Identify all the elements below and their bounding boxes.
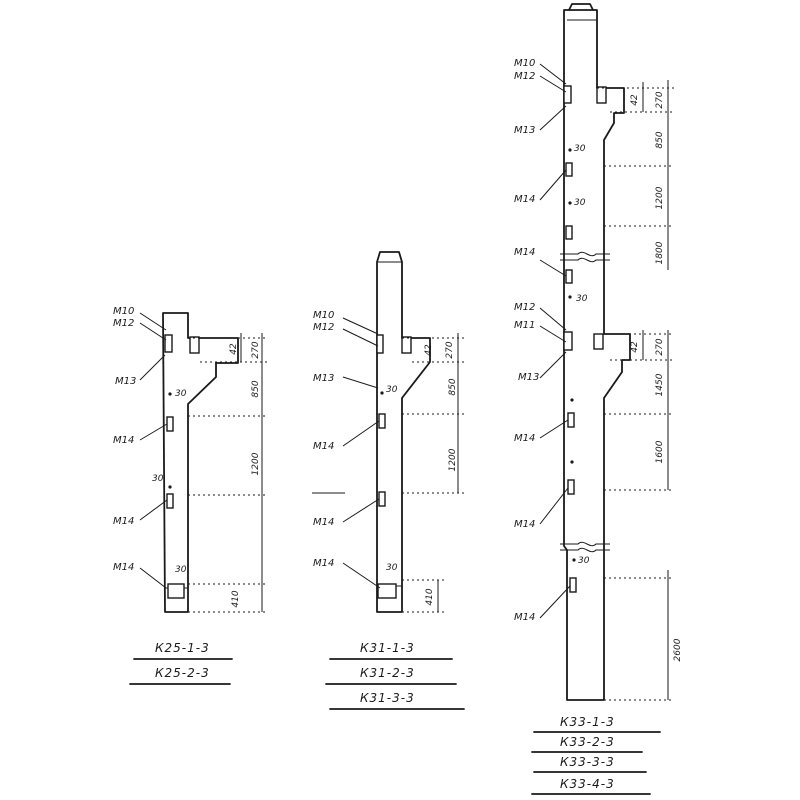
embedded-plate xyxy=(596,86,607,104)
embedded-plate xyxy=(166,416,174,432)
embedded-plate xyxy=(401,336,412,354)
column-head xyxy=(568,3,594,11)
spacing-label: 30 xyxy=(574,144,586,154)
mark-label: М14 xyxy=(514,194,535,205)
embedded-plate xyxy=(565,162,573,177)
mark-label: М12 xyxy=(113,318,134,329)
element-code: К25-2-3 xyxy=(155,666,210,680)
column-outline xyxy=(376,251,431,613)
element-k25: М10 М12 М13 М14 М14 М14 30 30 30 42 270 … xyxy=(113,306,268,685)
embedded-plate xyxy=(567,479,575,495)
dimension-label: 270 xyxy=(445,341,455,358)
element-k33: М10 М12 М13 М14 М14 М12 М11 М13 М14 М14 … xyxy=(514,3,683,795)
dimension-label: 410 xyxy=(231,590,241,607)
mark-label: М12 xyxy=(313,322,334,333)
spacing-label: 30 xyxy=(578,556,590,566)
dimension-label: 270 xyxy=(655,338,665,355)
dimension-label: 270 xyxy=(655,91,665,108)
spacing-label: 30 xyxy=(175,565,187,575)
spacing-label: 30 xyxy=(152,474,164,484)
mark-label: М14 xyxy=(313,517,334,528)
embedded-plate xyxy=(567,412,575,428)
dimension-label: 410 xyxy=(425,588,435,605)
element-code: К31-1-3 xyxy=(360,641,415,655)
mark-label: М10 xyxy=(113,306,134,317)
mark-label: М12 xyxy=(514,71,535,82)
element-k31: М10 М12 М13 М14 М14 М14 30 30 42 270 850… xyxy=(312,251,465,710)
mark-label: М14 xyxy=(113,516,134,527)
break-mark xyxy=(560,251,610,257)
embedded-plate xyxy=(563,85,572,104)
mark-label: М14 xyxy=(313,441,334,452)
element-code: К31-2-3 xyxy=(360,666,415,680)
break-mark xyxy=(560,541,610,547)
embedded-plate xyxy=(565,269,573,284)
dimension-label: 270 xyxy=(251,341,261,358)
mark-label: М14 xyxy=(514,519,535,530)
mark-label: М14 xyxy=(514,433,535,444)
column-outline xyxy=(563,9,631,701)
dimension-label: 1450 xyxy=(655,373,665,396)
spacing-label: 30 xyxy=(576,294,588,304)
element-code: К33-1-3 xyxy=(560,715,615,729)
break-mark xyxy=(560,547,610,553)
dimension-label: 850 xyxy=(448,378,458,395)
dimension-label: 42 xyxy=(630,94,640,106)
embedded-plate xyxy=(569,577,577,593)
embedded-plate xyxy=(164,334,173,353)
spacing-label: 30 xyxy=(175,389,187,399)
dimension-label: 1200 xyxy=(251,452,261,475)
embedded-plate xyxy=(593,333,604,350)
element-code: К33-3-3 xyxy=(560,755,615,769)
embedded-plate xyxy=(378,413,386,429)
mark-label: М14 xyxy=(313,558,334,569)
mark-label: М14 xyxy=(514,247,535,258)
mark-label: М10 xyxy=(313,310,334,321)
dimension-label: 850 xyxy=(655,131,665,148)
mark-label: М13 xyxy=(313,373,334,384)
dimension-label: 1800 xyxy=(655,241,665,264)
embedded-plate xyxy=(377,583,397,599)
mark-label: М10 xyxy=(514,58,535,69)
dimension-label: 42 xyxy=(630,341,640,353)
embedded-plate xyxy=(378,491,386,507)
embedded-plate xyxy=(167,583,185,599)
mark-label: М14 xyxy=(514,612,535,623)
mark-label: М13 xyxy=(115,376,136,387)
mark-label: М11 xyxy=(514,320,535,331)
mark-label: М12 xyxy=(514,302,535,313)
break-mark xyxy=(560,257,610,263)
embedded-plate xyxy=(376,334,384,354)
element-code: К25-1-3 xyxy=(155,641,210,655)
spacing-label: 30 xyxy=(574,198,586,208)
embedded-plate xyxy=(166,493,174,509)
dimension-label: 1200 xyxy=(655,186,665,209)
dimension-label: 42 xyxy=(424,344,434,356)
element-code: К33-4-3 xyxy=(560,777,615,791)
element-code: К31-3-3 xyxy=(360,691,415,705)
dimension-label: 850 xyxy=(251,380,261,397)
dimension-label: 1200 xyxy=(448,448,458,471)
mark-label: М13 xyxy=(518,372,539,383)
mark-label: М14 xyxy=(113,562,134,573)
dimension-label: 1600 xyxy=(655,440,665,463)
embedded-plate xyxy=(189,336,200,354)
mark-label: М14 xyxy=(113,435,134,446)
column-outline xyxy=(162,312,239,613)
mark-label: М13 xyxy=(514,125,535,136)
spacing-label: 30 xyxy=(386,385,398,395)
dimension-label: 2600 xyxy=(673,638,683,661)
embedded-plate xyxy=(565,225,573,240)
spacing-label: 30 xyxy=(386,563,398,573)
dimension-label: 42 xyxy=(229,343,239,355)
element-code: К33-2-3 xyxy=(560,735,615,749)
